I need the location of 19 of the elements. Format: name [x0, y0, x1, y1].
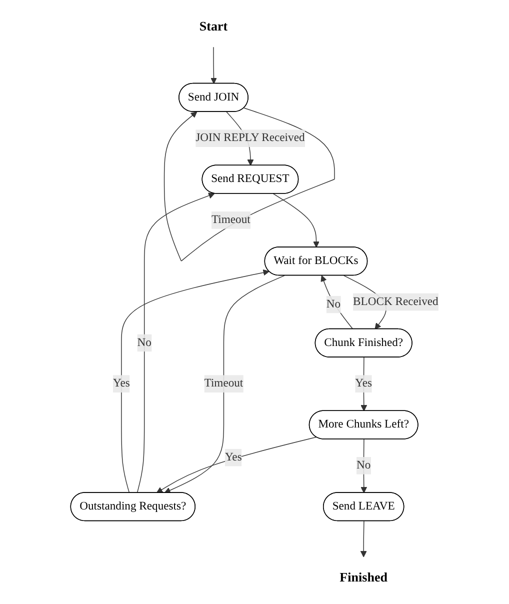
edge-label: Yes	[355, 375, 372, 393]
edge-label: No	[326, 296, 341, 314]
edge-label: No	[356, 456, 371, 474]
edge-label: Timeout	[212, 211, 250, 229]
state-oval: Send LEAVE	[323, 492, 404, 522]
edge-label: BLOCK Received	[353, 293, 438, 311]
state-oval: Wait for BLOCKs	[264, 246, 368, 276]
state-oval: More Chunks Left?	[308, 410, 418, 440]
state-oval: Send JOIN	[178, 82, 248, 112]
terminal-label: Start	[199, 18, 228, 34]
edge-label: Yes	[113, 375, 130, 393]
state-oval: Outstanding Requests?	[70, 492, 196, 522]
terminal-label: Finished	[340, 570, 388, 584]
edge-label: Yes	[224, 448, 242, 466]
edge-label: Timeout	[204, 375, 244, 393]
state-oval: Chunk Finished?	[314, 328, 412, 358]
state-oval: Send REQUEST	[202, 164, 299, 194]
edge-label: JOIN REPLY Received	[196, 130, 305, 148]
edge-label: No	[137, 334, 152, 352]
